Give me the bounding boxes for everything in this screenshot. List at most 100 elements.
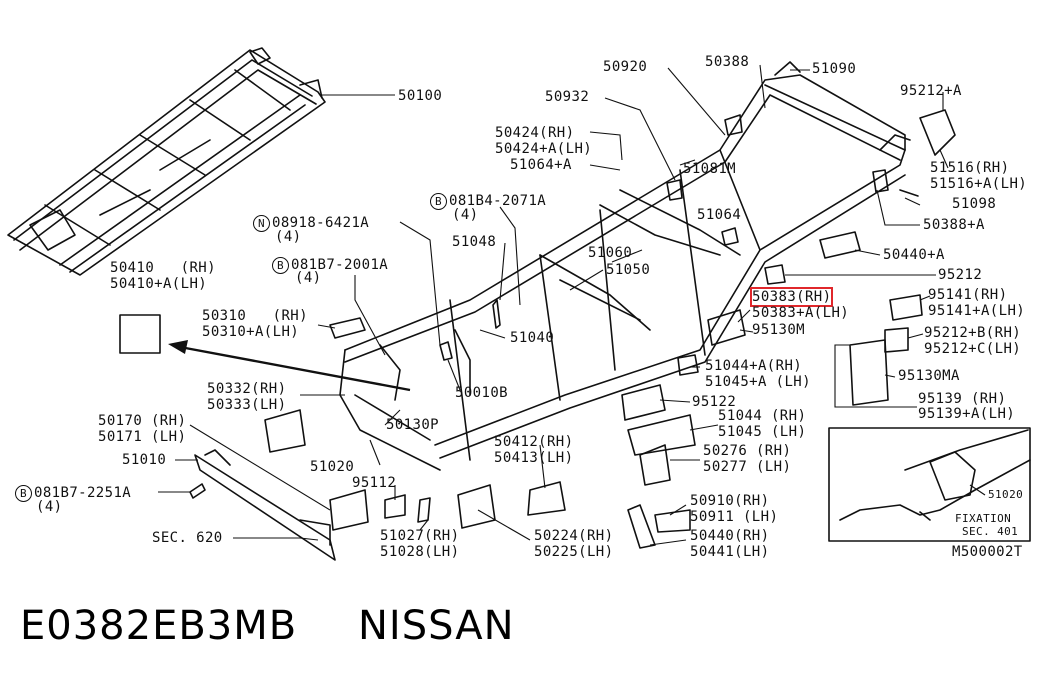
- label-95112: 95112: [352, 475, 397, 491]
- label-081b7-2251a-qty: (4): [36, 499, 63, 515]
- label-081b4-code: 081B4-2071A: [449, 193, 547, 209]
- label-51064: 51064: [697, 207, 742, 223]
- bracket-95141: [889, 294, 923, 321]
- label-081b7-2251a-code: 081B7-2251A: [34, 485, 132, 501]
- highlight-50383: 50383(RH): [749, 287, 834, 307]
- label-50424-lh: 50424+A(LH): [495, 141, 593, 157]
- label-51028: 51028(LH): [380, 544, 460, 560]
- label-50277: 50277 (LH): [703, 459, 792, 475]
- label-51064-a: 51064+A: [510, 157, 572, 173]
- label-51044-rh: 51044 (RH): [718, 408, 807, 424]
- front-crossmember: [194, 449, 336, 561]
- label-50224: 50224(RH): [534, 528, 614, 544]
- label-95141-lh: 95141+A(LH): [928, 303, 1026, 319]
- label-50412: 50412(RH): [494, 434, 574, 450]
- label-51050: 51050: [606, 262, 651, 278]
- frame-overview-thumbnail: [7, 47, 326, 276]
- inset-bolt: [919, 511, 931, 521]
- label-95212-b-rh: 95212+B(RH): [924, 325, 1022, 341]
- mount-95212: [764, 264, 786, 285]
- label-50410-rh: 50410 (RH): [110, 260, 216, 276]
- mount-51044a: [677, 354, 699, 376]
- bracket-51516: [919, 109, 956, 156]
- label-50383-lh: 50383+A(LH): [752, 305, 850, 321]
- bracket-50310: [329, 317, 366, 339]
- bracket-51027: [417, 497, 431, 523]
- bracket-51064a: [666, 179, 683, 201]
- label-50932: 50932: [545, 89, 590, 105]
- bracket-50388a: [872, 169, 889, 193]
- label-sec-401: SEC. 401: [962, 525, 1019, 538]
- bracket-50410: [119, 314, 161, 354]
- bracket-50276: [639, 444, 671, 486]
- label-fixation: FIXATION: [955, 512, 1012, 525]
- label-95212-c-lh: 95212+C(LH): [924, 341, 1022, 357]
- bracket-50910: [654, 509, 691, 533]
- label-50225: 50225(LH): [534, 544, 614, 560]
- bracket-50332: [264, 409, 306, 453]
- label-50332: 50332(RH): [207, 381, 287, 397]
- label-95212: 95212: [938, 267, 983, 283]
- label-50171: 50171 (LH): [98, 429, 187, 445]
- label-51090: 51090: [812, 61, 857, 77]
- label-50911: 50911 (LH): [690, 509, 779, 525]
- bracket-51044: [627, 414, 696, 456]
- circle-n-symbol: N: [253, 215, 270, 232]
- label-50130p: 50130P: [386, 417, 439, 433]
- label-50910: 50910(RH): [690, 493, 770, 509]
- label-95212-a: 95212+A: [900, 83, 962, 99]
- label-51516-lh: 51516+A(LH): [930, 176, 1028, 192]
- pointer-arrow: [168, 340, 411, 392]
- label-51040: 51040: [510, 330, 555, 346]
- circle-b-symbol: B: [272, 257, 289, 274]
- label-51098: 51098: [952, 196, 997, 212]
- inset-rail-lower: [839, 459, 1031, 521]
- label-50170: 50170 (RH): [98, 413, 187, 429]
- label-51045-lh: 51045 (LH): [718, 424, 807, 440]
- label-08918-code: 08918-6421A: [272, 215, 370, 231]
- inset-mount: [929, 451, 976, 501]
- label-51044-a-rh: 51044+A(RH): [705, 358, 803, 374]
- bracket-95122: [621, 384, 666, 421]
- label-95139-rh: 95139 (RH): [918, 391, 1007, 407]
- label-50383-rh: 50383(RH): [749, 287, 834, 307]
- bracket-51010: [329, 489, 369, 531]
- bolt-51098: [899, 189, 919, 197]
- inset-rail-upper: [904, 429, 1029, 471]
- label-50333: 50333(LH): [207, 397, 287, 413]
- label-081b4-qty: (4): [452, 207, 479, 223]
- bolt-51048: [492, 299, 501, 329]
- label-50310-lh: 50310+A(LH): [202, 324, 300, 340]
- brand-caption: NISSAN: [358, 603, 515, 649]
- label-50413: 50413(LH): [494, 450, 574, 466]
- label-sec-620: SEC. 620: [152, 530, 223, 546]
- label-95141-rh: 95141(RH): [928, 287, 1008, 303]
- label-95122: 95122: [692, 394, 737, 410]
- label-51516-rh: 51516(RH): [930, 160, 1010, 176]
- label-95130m: 95130M: [752, 322, 805, 338]
- label-50920: 50920: [603, 59, 648, 75]
- bracket-50412: [527, 481, 566, 516]
- label-51010: 51010: [122, 452, 167, 468]
- mount-95212b: [884, 327, 909, 353]
- mount-50383: [707, 309, 746, 346]
- label-50310-rh: 50310 (RH): [202, 308, 308, 324]
- inset-frame: [828, 427, 1031, 542]
- bracket-51064: [721, 227, 739, 246]
- label-95130ma: 95130MA: [898, 368, 960, 384]
- leader-lines: [158, 64, 986, 546]
- label-081b7-2001a-qty: (4): [295, 270, 322, 286]
- bracket-50440a: [819, 231, 861, 259]
- label-50441-lh: 50441(LH): [690, 544, 770, 560]
- label-50388-a: 50388+A: [923, 217, 985, 233]
- bolt-081b7: [189, 483, 206, 499]
- bracket-50920: [724, 114, 743, 136]
- label-50100: 50100: [398, 88, 443, 104]
- label-51048: 51048: [452, 234, 497, 250]
- circle-b-symbol: B: [15, 485, 32, 502]
